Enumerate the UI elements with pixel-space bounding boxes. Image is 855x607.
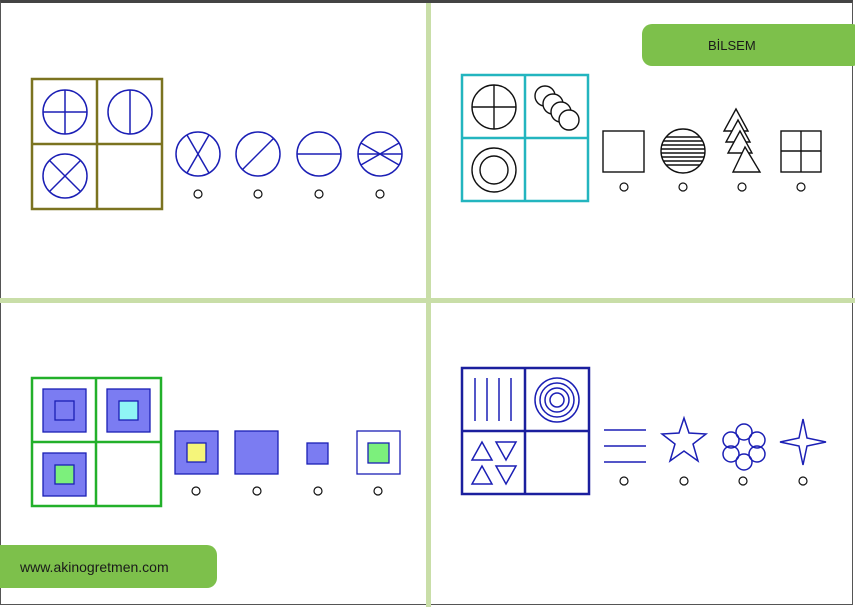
option-plain-square-icon[interactable]: [234, 430, 279, 475]
option-circle-horizontal-icon[interactable]: [296, 131, 342, 177]
circle-cross-icon: [42, 89, 88, 135]
puzzle-bottom-left: [30, 376, 401, 508]
option-radio[interactable]: [678, 182, 688, 192]
option-radio[interactable]: [373, 486, 383, 496]
option-square-icon[interactable]: [602, 130, 645, 173]
grid-bottom-left: [30, 376, 163, 508]
option-radio[interactable]: [252, 486, 262, 496]
option-radio[interactable]: [191, 486, 201, 496]
option-four-point-star-icon[interactable]: [779, 418, 827, 466]
option-radio[interactable]: [679, 476, 689, 486]
concentric-circle-icon: [471, 147, 517, 193]
concentric-rings-icon: [534, 377, 580, 423]
circle-cross-icon: [471, 84, 517, 130]
bilsem-badge: BİLSEM: [642, 24, 855, 66]
option-radio[interactable]: [738, 476, 748, 486]
nested-square-cyan-icon: [106, 388, 151, 433]
circle-vertical-line-icon: [107, 89, 153, 135]
website-badge-text: www.akinogretmen.com: [20, 558, 169, 575]
option-radio[interactable]: [193, 189, 203, 199]
nested-square-blue-icon: [42, 388, 87, 433]
option-circle-asterisk-icon[interactable]: [357, 131, 403, 177]
circle-x-icon: [42, 153, 88, 199]
option-radio[interactable]: [253, 189, 263, 199]
option-radio[interactable]: [796, 182, 806, 192]
option-star-icon[interactable]: [659, 415, 709, 463]
option-stacked-triangles-icon[interactable]: [722, 107, 762, 173]
option-radio[interactable]: [313, 486, 323, 496]
grid-top-left: [30, 77, 164, 211]
vertical-lines-icon: [474, 378, 512, 421]
option-radio[interactable]: [375, 189, 385, 199]
option-flower-circles-icon[interactable]: [722, 423, 766, 471]
bilsem-badge-text: BİLSEM: [708, 37, 756, 53]
puzzle-bottom-right: [460, 366, 827, 496]
option-radio[interactable]: [314, 189, 324, 199]
puzzle-top-left: [30, 77, 403, 211]
option-outlined-square-green-icon[interactable]: [356, 430, 401, 475]
option-small-square-icon[interactable]: [306, 442, 329, 465]
horizontal-divider: [0, 298, 855, 303]
grid-top-right: [460, 73, 590, 203]
option-striped-circle-icon[interactable]: [660, 128, 706, 174]
four-triangles-icon: [470, 440, 518, 486]
option-radio[interactable]: [619, 476, 629, 486]
option-window-icon[interactable]: [780, 130, 822, 173]
option-horizontal-lines-icon[interactable]: [604, 429, 646, 463]
option-circle-diagonal-icon[interactable]: [235, 131, 281, 177]
option-nested-square-yellow-icon[interactable]: [174, 430, 219, 475]
option-radio[interactable]: [798, 476, 808, 486]
option-circle-v-icon[interactable]: [175, 131, 221, 177]
vertical-divider: [426, 3, 431, 607]
website-badge: www.akinogretmen.com: [0, 545, 217, 588]
chain-circles-icon: [534, 85, 580, 131]
grid-bottom-right: [460, 366, 591, 496]
nested-square-green-icon: [42, 452, 87, 497]
option-radio[interactable]: [619, 182, 629, 192]
puzzle-top-right: [460, 73, 822, 203]
option-radio[interactable]: [737, 182, 747, 192]
